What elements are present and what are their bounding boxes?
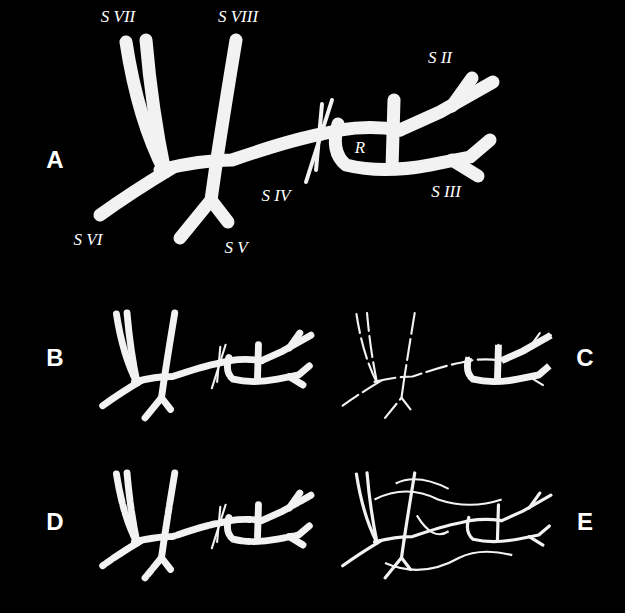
panel-letter: D [45, 509, 64, 535]
panel-letter: E [576, 509, 594, 535]
segment-label: S VII [100, 8, 136, 27]
panel-c-vessels [343, 313, 551, 418]
panel-b-vessels [103, 313, 311, 418]
panel-e-vessels [343, 473, 551, 578]
segment-label: S II [427, 49, 453, 68]
segment-label: S IV [261, 187, 292, 206]
panel-letter: B [45, 345, 64, 371]
panel-d-vessels [103, 473, 311, 578]
panel-a-vessels [100, 40, 493, 238]
segment-label: R [354, 139, 366, 158]
segment-label: S VI [73, 231, 104, 250]
segment-label: S III [430, 183, 462, 202]
segment-label: S VIII [217, 8, 259, 27]
panel-letter: A [45, 147, 64, 173]
segment-label: S V [223, 239, 248, 258]
panel-letter: C [575, 345, 594, 371]
